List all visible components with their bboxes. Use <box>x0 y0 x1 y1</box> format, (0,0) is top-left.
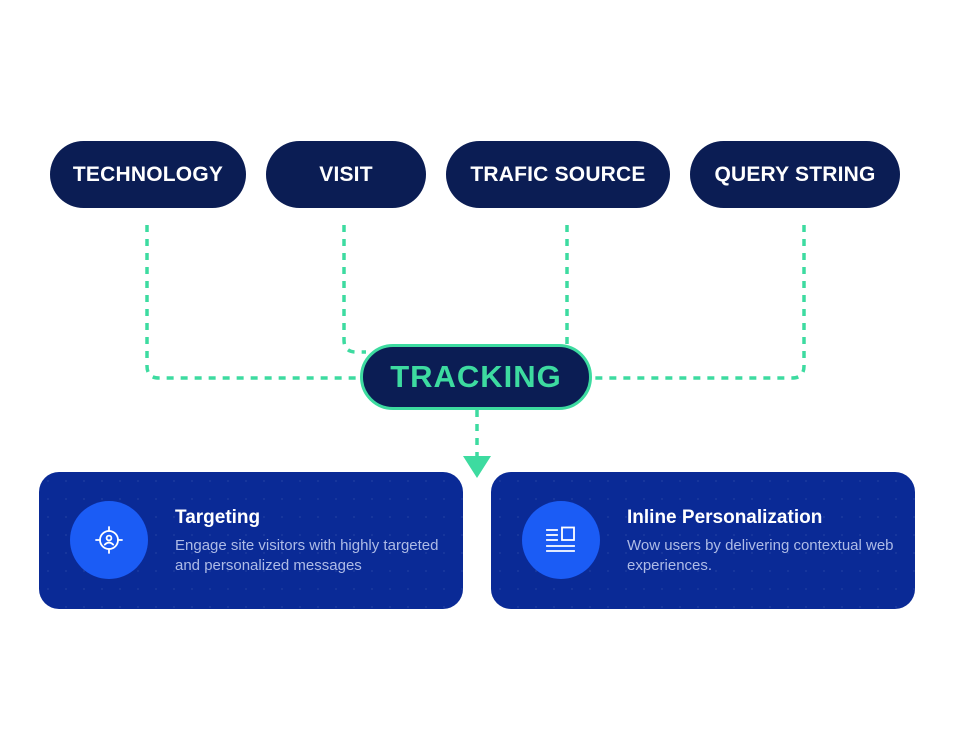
connector-visit <box>342 225 366 354</box>
connector-query-string <box>590 225 806 380</box>
layout-content-icon <box>522 501 600 579</box>
inline-personalization-card: Inline Personalization Wow users by deli… <box>491 472 915 609</box>
targeting-title: Targeting <box>175 507 261 528</box>
source-visit: VISIT <box>266 141 426 208</box>
source-query-string: QUERY STRING <box>690 141 900 208</box>
target-user-icon <box>70 501 148 579</box>
connector-technology <box>145 225 362 380</box>
tracking-hub: TRACKING <box>360 344 592 410</box>
targeting-description: Engage site visitors with highly targete… <box>175 537 439 574</box>
down-arrow-icon <box>463 456 491 478</box>
source-technology: TECHNOLOGY <box>50 141 246 208</box>
inline-personalization-title: Inline Personalization <box>627 507 823 528</box>
source-traffic-source: TRAFIC SOURCE <box>446 141 670 208</box>
inline-personalization-description: Wow users by delivering contextual web e… <box>627 537 894 574</box>
targeting-card: Targeting Engage site visitors with high… <box>39 472 463 609</box>
